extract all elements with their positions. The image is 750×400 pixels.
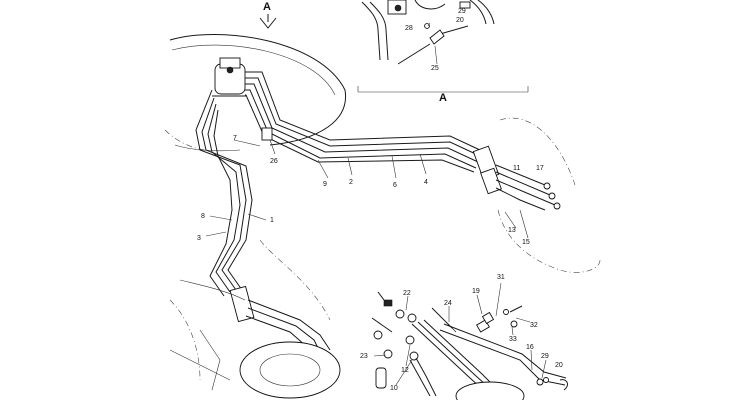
callout-29: 29 xyxy=(541,353,549,360)
callout-2: 2 xyxy=(349,179,353,186)
turntable-outline xyxy=(164,33,347,152)
callout-8: 8 xyxy=(201,213,205,220)
bottom-clamp xyxy=(375,367,387,389)
leader-lines xyxy=(205,22,547,386)
callout-29-detail: 29 xyxy=(458,8,466,15)
detail-view-a: A xyxy=(357,0,529,104)
callout-23: 23 xyxy=(360,353,368,360)
detail-view-label: A xyxy=(439,92,447,104)
bottom-exploded-parts xyxy=(371,291,568,400)
callout-24: 24 xyxy=(444,300,452,307)
travel-motor-group xyxy=(169,239,341,399)
callout-20-detail: 20 xyxy=(456,17,464,24)
callout-9: 9 xyxy=(323,181,327,188)
callout-10: 10 xyxy=(390,385,398,392)
view-arrow-a: A xyxy=(259,1,277,29)
callout-26: 26 xyxy=(270,158,278,165)
callout-1: 1 xyxy=(270,217,274,224)
right-manifold xyxy=(472,117,601,273)
callout-19: 19 xyxy=(472,288,480,295)
travel-motor-housing xyxy=(239,341,341,399)
callout-3: 3 xyxy=(197,235,201,242)
callout-20: 20 xyxy=(555,362,563,369)
callout-11: 11 xyxy=(513,165,520,172)
callout-7: 7 xyxy=(233,135,237,142)
callout-17: 17 xyxy=(536,165,544,172)
callout-16: 16 xyxy=(526,344,534,351)
view-arrow-label: A xyxy=(263,1,271,13)
callout-12: 12 xyxy=(401,367,409,374)
callout-22: 22 xyxy=(403,290,411,297)
upper-tube-bundle xyxy=(245,71,481,173)
vertical-tube-bundle xyxy=(195,89,273,297)
callout-31: 31 xyxy=(497,274,505,281)
callout-33: 33 xyxy=(509,336,517,343)
callout-28-detail: 28 xyxy=(405,25,413,32)
callout-15: 15 xyxy=(522,239,530,246)
callouts: 29 20 28 25 7 26 9 2 6 4 11 17 13 15 8 3… xyxy=(197,8,563,392)
callout-25-detail: 25 xyxy=(431,65,439,72)
callout-32: 32 xyxy=(530,322,538,329)
callout-4: 4 xyxy=(424,179,428,186)
detail-tee-fitting xyxy=(429,29,445,45)
callout-13: 13 xyxy=(508,227,516,234)
callout-6: 6 xyxy=(393,182,397,189)
down-arrow-icon xyxy=(259,14,277,29)
bottom-right-motor xyxy=(455,381,525,400)
swivel-valve xyxy=(212,57,246,97)
